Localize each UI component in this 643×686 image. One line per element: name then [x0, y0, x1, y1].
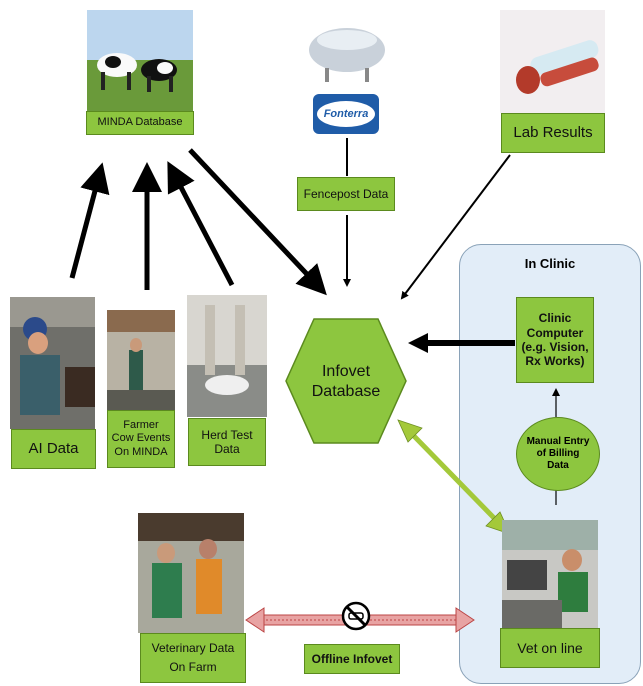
- farmer-line-1: Farmer: [123, 419, 159, 432]
- manual-line-3: Data: [547, 460, 569, 471]
- manual-line-2: of Billing: [536, 448, 580, 459]
- clinic-line-3: (e.g. Vision,: [521, 340, 589, 354]
- offline-infovet-label: Offline Infovet: [304, 644, 400, 674]
- minda-database-label: MINDA Database: [86, 111, 194, 135]
- clinic-line-4: Rx Works): [525, 354, 585, 369]
- ai-data-label: AI Data: [11, 429, 96, 469]
- cows-photo: [87, 10, 193, 112]
- minda-to-infovet-arrow: [188, 148, 327, 296]
- in-clinic-title: In Clinic: [524, 256, 576, 271]
- farmer-line-2: Cow Events: [111, 432, 171, 445]
- herd-test-label: Herd Test Data: [188, 418, 266, 466]
- lab-results-label: Lab Results: [501, 113, 605, 153]
- herd-line-1: Herd Test: [201, 427, 253, 442]
- manual-entry-node: Manual Entry of Billing Data: [516, 417, 600, 491]
- infovet-vet-double-arrow: [410, 432, 498, 522]
- clinic-line-2: Computer: [526, 325, 584, 340]
- ai-to-minda-arrow: [69, 162, 110, 279]
- fencepost-data-label: Fencepost Data: [297, 177, 395, 211]
- farmer-line-3: On MINDA: [114, 445, 168, 458]
- vet-farm-line-2: On Farm: [169, 660, 217, 674]
- lab-tubes-photo: [500, 10, 605, 113]
- infovet-line-2: Database: [311, 383, 381, 400]
- farmer-cow-events-label: Farmer Cow Events On MINDA: [107, 410, 175, 468]
- clinic-line-1: Clinic: [538, 311, 572, 326]
- lab-to-infovet-arrow: [400, 154, 511, 300]
- infovet-line-1: Infovet: [321, 363, 371, 380]
- clinic-arrowhead: [408, 333, 428, 353]
- vet-farm-photo: [138, 513, 244, 633]
- no-entry-icon: [340, 600, 372, 632]
- vet-farm-label: Veterinary Data On Farm: [140, 633, 246, 683]
- vet-online-label: Vet on line: [500, 628, 600, 668]
- herd-line-2: Data: [214, 442, 240, 456]
- ai-photo: [10, 297, 95, 429]
- herd-to-minda-arrow: [167, 161, 235, 287]
- herd-test-photo: [187, 295, 267, 417]
- vet-farm-line-1: Veterinary Data: [151, 640, 235, 655]
- clinic-computer-label: Clinic Computer (e.g. Vision, Rx Works): [516, 297, 594, 383]
- fonterra-logo: Fonterra: [313, 94, 379, 134]
- farmer-photo: [107, 310, 175, 410]
- manual-line-1: Manual Entry: [526, 436, 590, 447]
- infovet-database-node: Infovet Database: [284, 317, 408, 445]
- milk-tank-photo: [305, 18, 390, 86]
- vet-online-photo: [502, 520, 598, 628]
